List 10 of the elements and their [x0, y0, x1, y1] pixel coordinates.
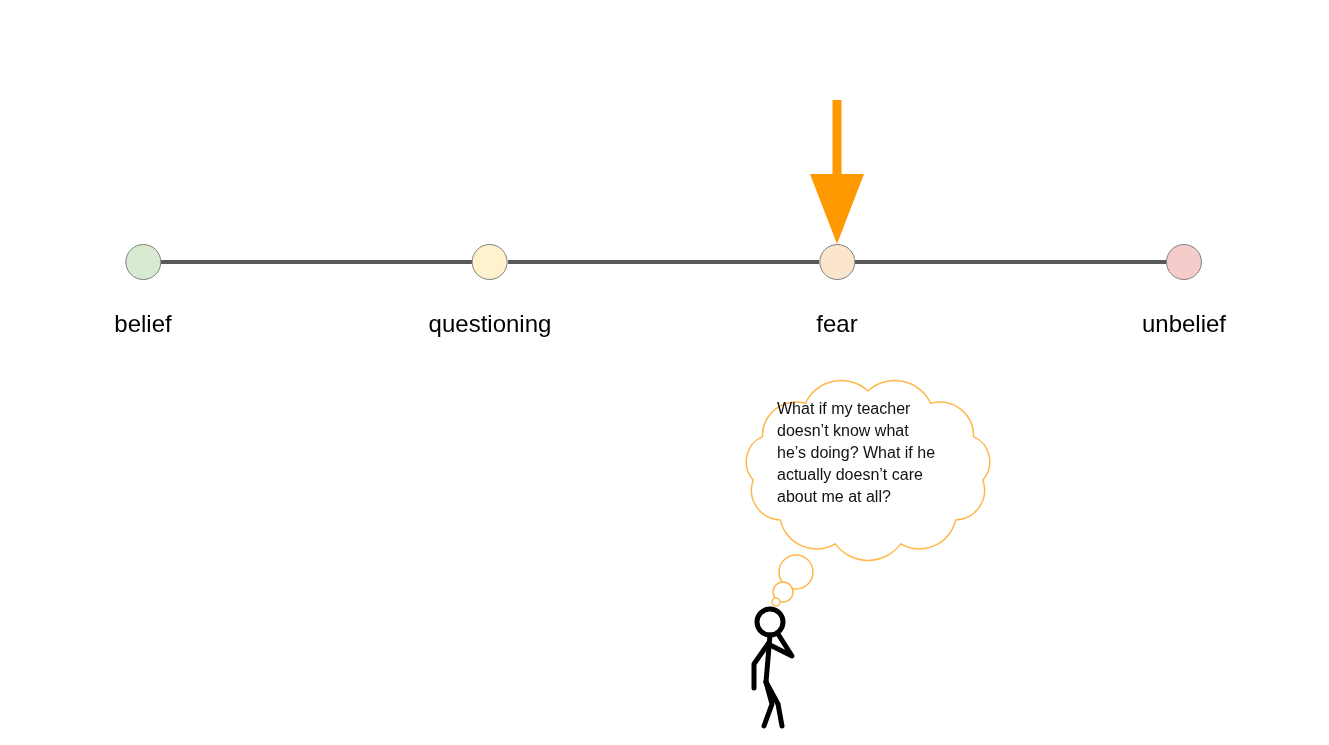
arrow — [810, 100, 864, 244]
stop-label: fear — [816, 310, 858, 338]
stop-label: belief — [114, 310, 172, 338]
timeline-line — [508, 260, 819, 264]
timeline-line — [855, 260, 1166, 264]
stop-label: unbelief — [1141, 310, 1227, 338]
timeline-stop — [428, 244, 552, 338]
stop-label: questioning — [428, 310, 552, 338]
thought-text: What if my teacher doesn’t know what he’s doing? What if he actually doesn’t care about me at all? — [777, 399, 937, 507]
timeline-line — [161, 260, 472, 264]
